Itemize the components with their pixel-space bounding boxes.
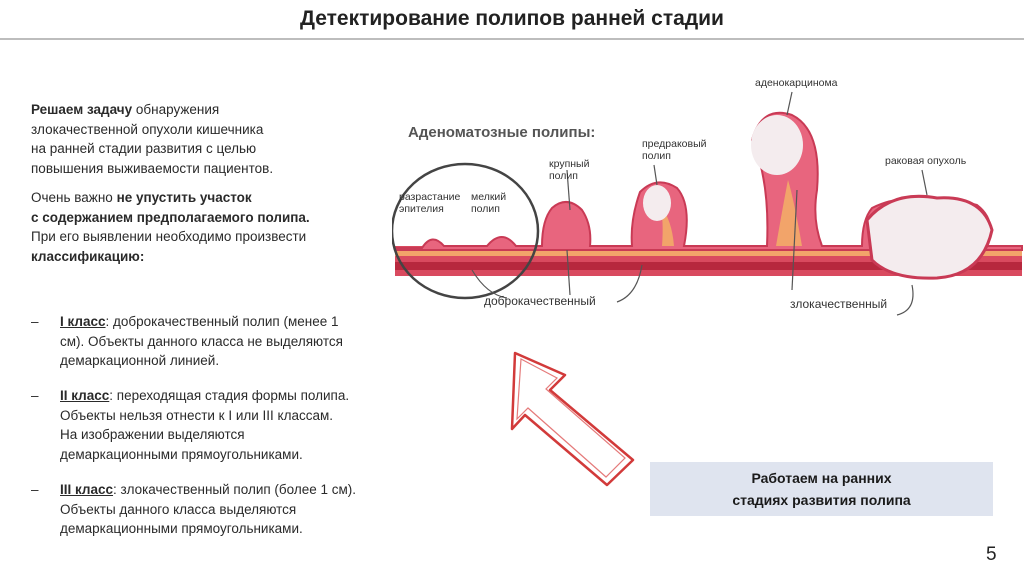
class-line: III класс: злокачественный полип (более … bbox=[60, 480, 410, 500]
intro-line: злокачественной опухоли кишечника bbox=[31, 120, 406, 140]
label-large-polyp: крупный полип bbox=[549, 158, 589, 182]
class-line: демаркационными прямоугольниками. bbox=[60, 445, 410, 465]
intro-line: Решаем задачу обнаружения bbox=[31, 100, 406, 120]
class-line: демаркационными прямоугольниками. bbox=[60, 519, 410, 539]
class-line: демаркационной линией. bbox=[60, 351, 410, 371]
list-dash: – bbox=[31, 312, 39, 332]
intro-bold: классификацию: bbox=[31, 249, 144, 264]
label-line: предраковый bbox=[642, 138, 706, 150]
label-epithelium: разрастание эпителия bbox=[399, 191, 460, 215]
intro-text-fragment: Очень важно bbox=[31, 190, 117, 205]
label-line: полип bbox=[642, 150, 706, 162]
class-item-body: I класс: доброкачественный полип (менее … bbox=[60, 312, 410, 371]
callout-line: Работаем на ранних bbox=[650, 467, 993, 489]
highlight-circle bbox=[392, 164, 538, 298]
arrow-inner-stroke bbox=[517, 359, 625, 477]
label-line: полип bbox=[549, 170, 589, 182]
polyp-diagram: Аденоматозные полипы: разрастание эпител… bbox=[392, 70, 1024, 320]
intro-line: повышения выживаемости пациентов. bbox=[31, 159, 406, 179]
intro-bold: не упустить участок bbox=[117, 190, 252, 205]
label-line: эпителия bbox=[399, 203, 460, 215]
class-text: : злокачественный полип (более 1 см). bbox=[113, 482, 356, 497]
intro-paragraph-1: Решаем задачу обнаружения злокачественно… bbox=[31, 100, 406, 178]
intro-text: Решаем задачу обнаружения злокачественно… bbox=[31, 100, 406, 276]
intro-bold: Решаем задачу bbox=[31, 102, 132, 117]
label-cancer: раковая опухоль bbox=[885, 155, 966, 167]
intro-line: с содержанием предполагаемого полипа. bbox=[31, 208, 406, 228]
class-line: I класс: доброкачественный полип (менее … bbox=[60, 312, 410, 332]
class-line: Объекты нельзя отнести к I или III класс… bbox=[60, 406, 410, 426]
pointer-line bbox=[897, 285, 913, 315]
class-line: Объекты данного класса выделяются bbox=[60, 500, 410, 520]
class-text: : переходящая стадия формы полипа. bbox=[109, 388, 349, 403]
intro-paragraph-2: Очень важно не упустить участок с содерж… bbox=[31, 188, 406, 266]
class-item-body: III класс: злокачественный полип (более … bbox=[60, 480, 410, 539]
class-line: II класс: переходящая стадия формы полип… bbox=[60, 386, 410, 406]
cancer-mass bbox=[867, 196, 992, 278]
title-divider bbox=[0, 38, 1024, 40]
class-line: см). Объекты данного класса не выделяютс… bbox=[60, 332, 410, 352]
label-line: крупный bbox=[549, 158, 589, 170]
intro-line: При его выявлении необходимо произвести bbox=[31, 227, 406, 247]
callout-box: Работаем на ранних стадиях развития поли… bbox=[650, 462, 993, 516]
label-precancer-polyp: предраковый полип bbox=[642, 138, 706, 162]
page-title: Детектирование полипов ранней стадии bbox=[0, 0, 1024, 38]
adenocarcinoma-mass bbox=[751, 115, 803, 175]
precancer-mass bbox=[643, 185, 671, 221]
class-name: III класс bbox=[60, 482, 113, 497]
label-line: разрастание bbox=[399, 191, 460, 203]
list-dash: – bbox=[31, 480, 39, 500]
arrow-outline bbox=[512, 353, 633, 485]
class-item-body: II класс: переходящая стадия формы полип… bbox=[60, 386, 410, 464]
list-dash: – bbox=[31, 386, 39, 406]
intro-text-fragment: обнаружения bbox=[132, 102, 219, 117]
page-number: 5 bbox=[986, 544, 997, 566]
pointer-line bbox=[922, 170, 927, 195]
diagram-title: Аденоматозные полипы: bbox=[408, 124, 595, 141]
intro-bold: с содержанием предполагаемого полипа. bbox=[31, 210, 310, 225]
label-line: полип bbox=[471, 203, 506, 215]
hand-drawn-arrow bbox=[495, 345, 645, 495]
intro-line: классификацию: bbox=[31, 247, 406, 267]
label-malignant: злокачественный bbox=[790, 298, 887, 310]
class-name: I класс bbox=[60, 314, 106, 329]
label-small-polyp: мелкий полип bbox=[471, 191, 506, 215]
pointer-line bbox=[787, 92, 792, 115]
label-adenocarcinoma: аденокарцинома bbox=[755, 77, 838, 89]
class-line: На изображении выделяются bbox=[60, 425, 410, 445]
class-text: : доброкачественный полип (менее 1 bbox=[106, 314, 339, 329]
label-line: мелкий bbox=[471, 191, 506, 203]
callout-line: стадиях развития полипа bbox=[650, 489, 993, 511]
intro-line: Очень важно не упустить участок bbox=[31, 188, 406, 208]
label-benign: доброкачественный bbox=[484, 295, 596, 307]
intro-line: на ранней стадии развития с целью bbox=[31, 139, 406, 159]
class-name: II класс bbox=[60, 388, 109, 403]
